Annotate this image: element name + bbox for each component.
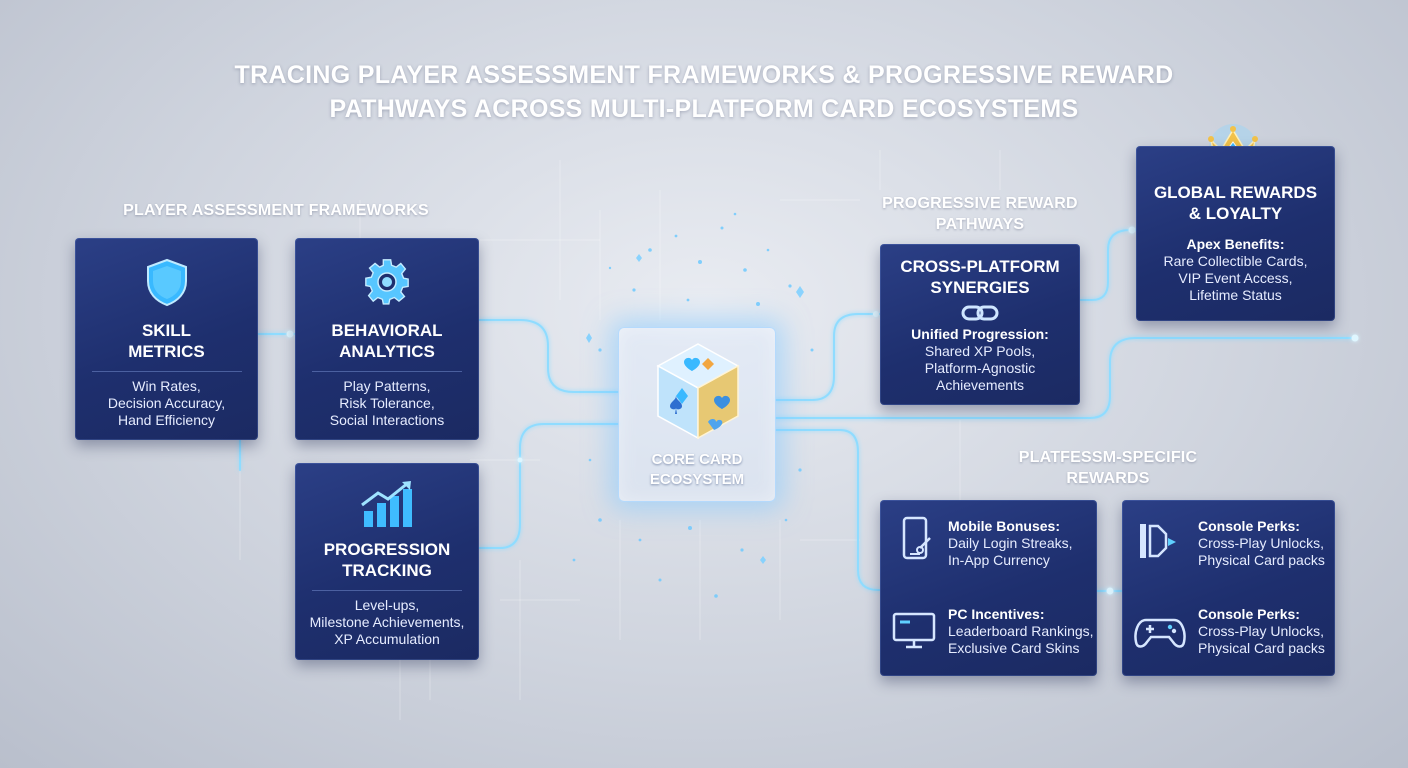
global-rewards-heading-line-2: & LOYALTY xyxy=(1188,204,1283,223)
console-perks-title-2: Console Perks: xyxy=(1198,606,1300,622)
cross-platform-line-2: Platform-Agnostic xyxy=(924,360,1036,376)
section-label-progressive-line-1: PROGRESSIVE REWARD xyxy=(882,195,1078,212)
progression-tracking-divider xyxy=(312,590,462,591)
global-rewards-subtitle: Apex Benefits: xyxy=(1186,236,1285,252)
section-label-platform-line-1: PLATFESSM-SPECIFIC xyxy=(1018,449,1198,466)
behavioral-analytics-body: Play Patterns, Risk Tolerance, Social In… xyxy=(295,378,479,429)
mobile-bonuses-line-2: In-App Currency xyxy=(948,552,1050,568)
console-perks-1-line-2: Physical Card packs xyxy=(1198,552,1325,568)
skill-metrics-line-3: Hand Efficiency xyxy=(117,412,215,428)
progression-tracking-body: Level-ups, Milestone Achievements, XP Ac… xyxy=(295,597,479,648)
behavioral-analytics-divider xyxy=(312,371,462,372)
section-label-platform: PLATFESSM-SPECIFIC REWARDS xyxy=(988,447,1228,489)
pc-incentives-text: PC Incentives: Leaderboard Rankings, Exc… xyxy=(948,606,1094,657)
pc-incentives-title: PC Incentives: xyxy=(948,606,1045,622)
behavioral-analytics-card[interactable]: BEHAVIORAL ANALYTICS Play Patterns, Risk… xyxy=(295,238,479,440)
console-perks-text-1: Console Perks: Cross-Play Unlocks, Physi… xyxy=(1198,518,1325,569)
skill-metrics-divider xyxy=(91,371,242,372)
mobile-bonuses-item[interactable]: Mobile Bonuses: Daily Login Streaks, In-… xyxy=(880,500,1097,588)
cross-platform-subtitle: Unified Progression: xyxy=(911,326,1049,342)
console-perks-1-line-1: Cross-Play Unlocks, xyxy=(1198,535,1325,551)
behavioral-analytics-line-3: Social Interactions xyxy=(329,412,445,428)
console-perks-2-line-1: Cross-Play Unlocks, xyxy=(1198,623,1325,639)
skill-metrics-line-1: Win Rates, xyxy=(132,378,201,394)
gamepad-icon xyxy=(1134,618,1186,648)
chain-link-icon xyxy=(961,305,999,321)
global-rewards-card[interactable]: GLOBAL REWARDS & LOYALTY Apex Benefits: … xyxy=(1136,146,1335,321)
behavioral-analytics-heading-line-1: BEHAVIORAL xyxy=(331,321,443,340)
progression-tracking-heading-line-2: TRACKING xyxy=(342,561,432,580)
global-rewards-line-2: VIP Event Access, xyxy=(1178,270,1293,286)
mobile-bonuses-title: Mobile Bonuses: xyxy=(948,518,1061,534)
skill-metrics-card[interactable]: SKILL METRICS Win Rates, Decision Accura… xyxy=(75,238,258,440)
console-perks-text-2: Console Perks: Cross-Play Unlocks, Physi… xyxy=(1198,606,1325,657)
pc-incentives-line-1: Leaderboard Rankings, xyxy=(948,623,1094,639)
global-rewards-body: Rare Collectible Cards, VIP Event Access… xyxy=(1136,253,1335,304)
progression-tracking-line-2: Milestone Achievements, xyxy=(309,614,465,630)
behavioral-analytics-line-1: Play Patterns, xyxy=(343,378,431,394)
global-rewards-line-1: Rare Collectible Cards, xyxy=(1163,253,1308,269)
cross-platform-heading-line-2: SYNERGIES xyxy=(930,278,1030,297)
card-suit-cube-icon xyxy=(656,343,740,440)
global-rewards-heading: GLOBAL REWARDS & LOYALTY xyxy=(1136,182,1335,224)
skill-metrics-heading-line-1: SKILL xyxy=(141,321,192,340)
skill-metrics-heading: SKILL METRICS xyxy=(75,320,258,362)
progression-tracking-heading-line-1: PROGRESSION xyxy=(323,540,451,559)
console-perks-item-1[interactable]: Console Perks: Cross-Play Unlocks, Physi… xyxy=(1122,500,1335,588)
skill-metrics-body: Win Rates, Decision Accuracy, Hand Effic… xyxy=(75,378,258,429)
cross-platform-body: Shared XP Pools, Platform-Agnostic Achie… xyxy=(880,343,1080,394)
progression-tracking-line-3: XP Accumulation xyxy=(334,631,440,647)
behavioral-analytics-heading: BEHAVIORAL ANALYTICS xyxy=(295,320,479,362)
cross-platform-synergies-card[interactable]: CROSS-PLATFORM SYNERGIES Unified Progres… xyxy=(880,244,1080,405)
platform-rewards-card-left[interactable]: Mobile Bonuses: Daily Login Streaks, In-… xyxy=(880,500,1097,676)
pc-incentives-line-2: Exclusive Card Skins xyxy=(948,640,1080,656)
skill-metrics-line-2: Decision Accuracy, xyxy=(107,395,226,411)
progression-tracking-line-1: Level-ups, xyxy=(354,597,420,613)
progression-tracking-heading: PROGRESSION TRACKING xyxy=(295,539,479,581)
console-logo-icon xyxy=(1140,524,1176,558)
shield-icon xyxy=(146,258,187,307)
console-perks-item-2[interactable]: Console Perks: Cross-Play Unlocks, Physi… xyxy=(1122,588,1335,676)
progression-tracking-card[interactable]: PROGRESSION TRACKING Level-ups, Mileston… xyxy=(295,463,479,660)
monitor-icon xyxy=(892,612,936,649)
page-title: TRACING PLAYER ASSESSMENT FRAMEWORKS & P… xyxy=(0,58,1408,126)
page-title-line-1: TRACING PLAYER ASSESSMENT FRAMEWORKS & P… xyxy=(234,61,1174,89)
cross-platform-line-1: Shared XP Pools, xyxy=(924,343,1036,359)
pc-incentives-item[interactable]: PC Incentives: Leaderboard Rankings, Exc… xyxy=(880,588,1097,676)
cross-platform-heading-line-1: CROSS-PLATFORM xyxy=(900,257,1060,276)
global-rewards-heading-line-1: GLOBAL REWARDS xyxy=(1153,183,1318,202)
behavioral-analytics-heading-line-2: ANALYTICS xyxy=(339,342,435,361)
mobile-bonuses-text: Mobile Bonuses: Daily Login Streaks, In-… xyxy=(948,518,1073,569)
smartphone-icon xyxy=(902,516,931,560)
section-label-progressive: PROGRESSIVE REWARD PATHWAYS xyxy=(860,193,1100,235)
section-label-assessment: PLAYER ASSESSMENT FRAMEWORKS xyxy=(123,202,429,219)
core-label-line-2: ECOSYSTEM xyxy=(649,471,745,488)
bar-chart-icon xyxy=(361,481,412,527)
cross-platform-line-3: Achievements xyxy=(936,377,1024,393)
global-rewards-line-3: Lifetime Status xyxy=(1189,287,1282,303)
console-perks-2-line-2: Physical Card packs xyxy=(1198,640,1325,656)
platform-rewards-card-right[interactable]: Console Perks: Cross-Play Unlocks, Physi… xyxy=(1122,500,1335,676)
cross-platform-heading: CROSS-PLATFORM SYNERGIES xyxy=(880,256,1080,298)
section-label-progressive-line-2: PATHWAYS xyxy=(935,216,1025,233)
page-title-line-2: PATHWAYS ACROSS MULTI-PLATFORM CARD ECOS… xyxy=(329,95,1079,123)
core-label-line-1: CORE CARD xyxy=(651,451,743,468)
console-perks-title-1: Console Perks: xyxy=(1198,518,1300,534)
section-label-platform-line-2: REWARDS xyxy=(1066,470,1150,487)
core-card-ecosystem[interactable]: CORE CARD ECOSYSTEM xyxy=(618,327,776,502)
mobile-bonuses-line-1: Daily Login Streaks, xyxy=(948,535,1073,551)
skill-metrics-heading-line-2: METRICS xyxy=(128,342,205,361)
behavioral-analytics-line-2: Risk Tolerance, xyxy=(339,395,435,411)
gear-icon xyxy=(365,259,409,305)
core-card-ecosystem-label: CORE CARD ECOSYSTEM xyxy=(619,450,775,490)
